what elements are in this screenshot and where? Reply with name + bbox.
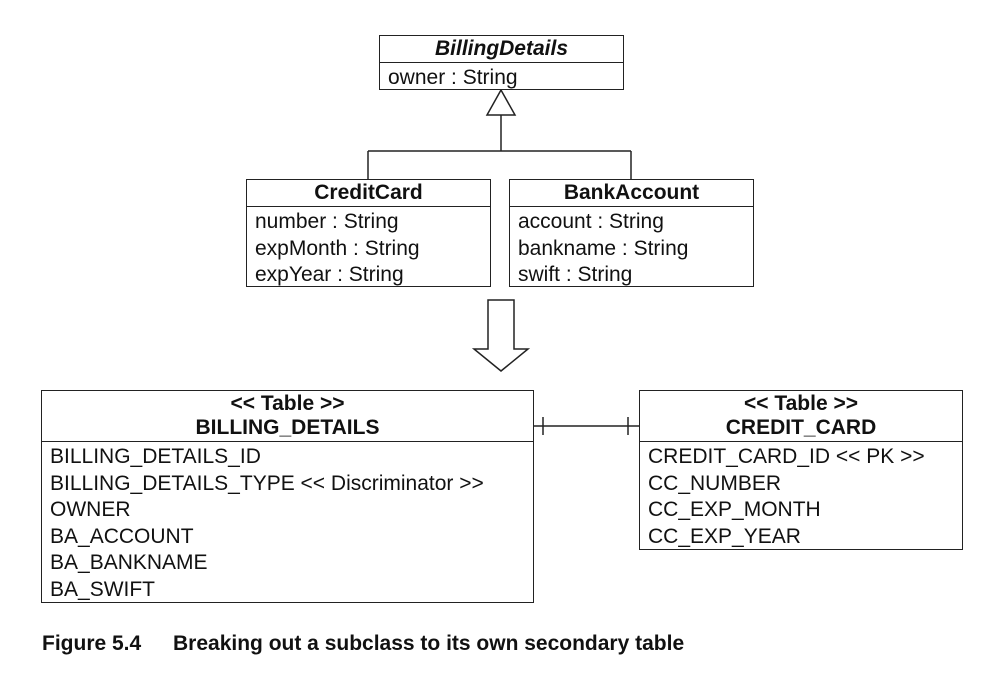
- class-credit-card-name: CreditCard: [247, 180, 490, 207]
- class-attribute: bankname : String: [518, 236, 689, 260]
- table-credit-card-header: << Table >> CREDIT_CARD: [640, 391, 962, 442]
- table-column: CREDIT_CARD_ID << PK >>: [648, 445, 925, 468]
- class-attribute: number : String: [255, 210, 399, 233]
- class-bank-account-attributes: account : String bankname : String swift…: [510, 207, 753, 292]
- table-column: CC_EXP_MONTH: [648, 498, 821, 521]
- table-credit-card: << Table >> CREDIT_CARD CREDIT_CARD_ID <…: [639, 390, 963, 550]
- class-attribute: expYear : String: [255, 263, 404, 286]
- table-column: CC_NUMBER: [648, 471, 782, 495]
- table-credit-card-columns: CREDIT_CARD_ID << PK >> CC_NUMBER CC_EXP…: [640, 442, 962, 553]
- figure-number: Figure 5.4: [42, 632, 142, 655]
- class-credit-card-attributes: number : String expMonth : String expYea…: [247, 207, 490, 292]
- class-attribute: account : String: [518, 210, 664, 233]
- table-name: BILLING_DETAILS: [195, 416, 380, 439]
- table-billing-details: << Table >> BILLING_DETAILS BILLING_DETA…: [41, 390, 534, 603]
- class-attribute: expMonth : String: [255, 236, 420, 260]
- table-column: BILLING_DETAILS_TYPE << Discriminator >>: [50, 471, 484, 495]
- class-billing-details-name: BillingDetails: [380, 36, 623, 63]
- table-stereotype: << Table >>: [230, 392, 345, 415]
- table-column: BA_BANKNAME: [50, 551, 208, 574]
- class-bank-account-name: BankAccount: [510, 180, 753, 207]
- table-column: BA_SWIFT: [50, 577, 156, 601]
- class-billing-details-attributes: owner : String: [380, 63, 623, 95]
- table-billing-details-header: << Table >> BILLING_DETAILS: [42, 391, 533, 442]
- table-name: CREDIT_CARD: [725, 416, 877, 439]
- table-stereotype: << Table >>: [743, 392, 858, 415]
- table-billing-details-columns: BILLING_DETAILS_ID BILLING_DETAILS_TYPE …: [42, 442, 533, 606]
- class-billing-details: BillingDetails owner : String: [379, 35, 624, 90]
- table-column: BA_ACCOUNT: [50, 524, 194, 548]
- table-column: OWNER: [50, 498, 131, 521]
- mapping-down-arrow-icon: [471, 299, 531, 372]
- class-attribute: swift : String: [518, 263, 633, 286]
- figure-caption: Figure 5.4 Breaking out a subclass to its…: [42, 631, 684, 657]
- figure-caption-text: Breaking out a subclass to its own secon…: [173, 632, 685, 655]
- class-bank-account: BankAccount account : String bankname : …: [509, 179, 754, 287]
- table-column: BILLING_DETAILS_ID: [50, 445, 261, 468]
- class-attribute: owner : String: [388, 66, 518, 89]
- table-column: CC_EXP_YEAR: [648, 524, 801, 548]
- class-credit-card: CreditCard number : String expMonth : St…: [246, 179, 491, 287]
